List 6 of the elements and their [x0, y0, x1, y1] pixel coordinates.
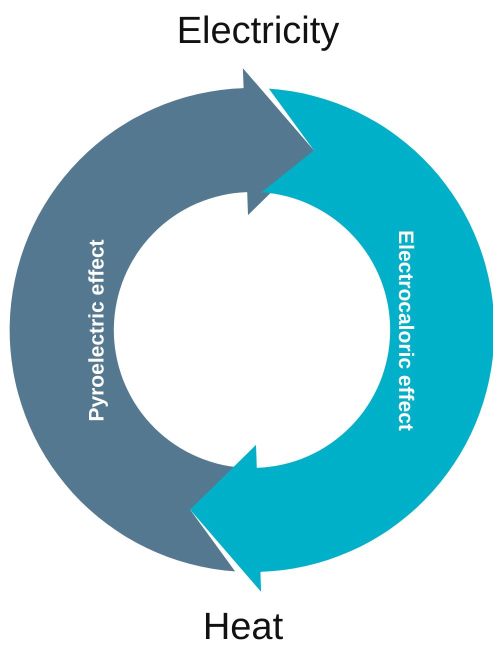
node-label: Electricity — [158, 12, 358, 50]
edge-label: Pyroelectric effect — [86, 238, 108, 422]
curved-arrow — [190, 88, 493, 592]
edge-label: Electrocaloric effect — [394, 230, 416, 430]
node-label: Heat — [183, 608, 303, 646]
curved-arrow — [10, 68, 314, 572]
